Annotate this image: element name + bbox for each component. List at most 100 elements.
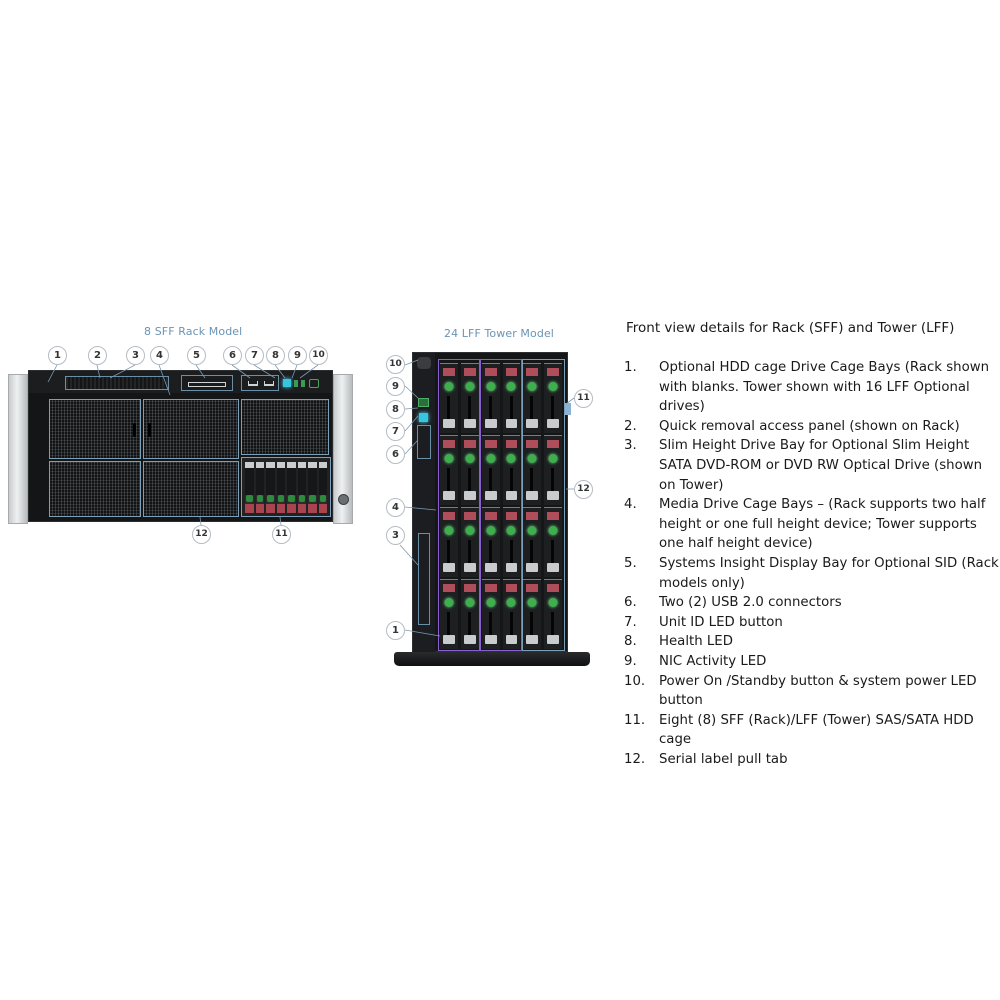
usb-port-icon xyxy=(248,381,258,386)
item-text: NIC Activity LED xyxy=(659,653,767,669)
serial-label-pull-tab xyxy=(565,403,571,415)
rack-callout-12: 12 xyxy=(192,525,211,544)
tower-callout-7: 7 xyxy=(386,422,405,441)
rack-ear-left xyxy=(8,374,28,524)
hdd-cage-highlight xyxy=(522,359,565,651)
list-item: 5.Systems Insight Display Bay for Option… xyxy=(624,554,1000,593)
item-number: 12. xyxy=(624,751,646,767)
rack-ear-right xyxy=(333,374,353,524)
drive-cage-bay xyxy=(241,399,329,455)
tower-callout-12: 12 xyxy=(574,480,593,499)
list-item: 9.NIC Activity LED xyxy=(624,652,1000,672)
list-item: 6. Two (2) USB 2.0 connectors xyxy=(624,593,1000,613)
item-text: Optional HDD cage Drive Cage Bays (Rack … xyxy=(659,360,990,415)
lff-drive xyxy=(481,435,500,505)
rack-callout-11: 11 xyxy=(272,525,291,544)
sff-drive xyxy=(245,462,254,513)
lff-drive xyxy=(460,507,479,577)
tower-callout-3: 3 xyxy=(386,526,405,545)
lff-drive xyxy=(440,579,458,649)
list-item: 11.Eight (8) SFF (Rack)/LFF (Tower) SAS/… xyxy=(624,711,1000,750)
hp-logo-icon xyxy=(338,494,349,505)
rack-server-front xyxy=(8,370,353,525)
rack-model-title: 8 SFF Rack Model xyxy=(144,325,243,338)
item-number: 2. xyxy=(624,418,637,434)
rack-callout-5: 5 xyxy=(187,346,206,365)
item-text: Quick removal access panel (shown on Rac… xyxy=(659,418,960,434)
lff-drive xyxy=(460,363,479,433)
drive-cage-bay xyxy=(143,461,239,517)
sff-drive xyxy=(287,462,296,513)
lff-drive xyxy=(544,579,562,649)
lff-drive xyxy=(502,579,521,649)
sff-drive xyxy=(297,462,306,513)
lff-drive xyxy=(460,579,479,649)
rack-callout-10: 10 xyxy=(309,346,328,365)
tower-callout-6: 6 xyxy=(386,445,405,464)
optical-drive-bay xyxy=(418,533,430,625)
access-panel xyxy=(65,376,169,390)
lff-drive xyxy=(523,507,542,577)
lff-drive xyxy=(460,435,479,505)
health-led xyxy=(294,380,298,387)
rack-chassis xyxy=(28,370,333,522)
item-number: 3. xyxy=(624,438,637,454)
rack-callout-4: 4 xyxy=(150,346,169,365)
sff-drive xyxy=(255,462,264,513)
lff-drive xyxy=(544,363,562,433)
power-button xyxy=(309,379,319,388)
uid-led-button xyxy=(419,413,428,422)
nic-activity-led xyxy=(418,398,429,407)
item-text: Health LED xyxy=(659,634,733,650)
item-number: 6. xyxy=(624,595,637,611)
rack-callout-7: 7 xyxy=(245,346,264,365)
drive-cage-bay xyxy=(49,461,141,517)
rack-callout-8: 8 xyxy=(266,346,285,365)
lff-drive xyxy=(440,435,458,505)
power-button xyxy=(417,357,431,369)
lff-drive-grid xyxy=(438,361,564,651)
usb-port-icon xyxy=(264,381,274,386)
lff-drive xyxy=(481,579,500,649)
sff-drive xyxy=(308,462,317,513)
item-text: Unit ID LED button xyxy=(659,614,783,630)
item-number: 7. xyxy=(624,614,637,630)
drive-cage-highlight xyxy=(480,359,522,651)
list-item: 2. Quick removal access panel (shown on R… xyxy=(624,417,1000,437)
item-number: 8. xyxy=(624,634,637,650)
usb-connectors xyxy=(241,375,279,391)
sff-drive xyxy=(318,462,327,513)
list-item: 4.Media Drive Cage Bays – (Rack supports… xyxy=(624,495,1000,554)
item-number: 11. xyxy=(624,712,646,728)
tower-server-front xyxy=(394,352,590,668)
tower-chassis xyxy=(412,352,571,653)
item-text: Systems Insight Display Bay for Optional… xyxy=(659,555,999,591)
item-number: 1. xyxy=(624,360,637,375)
description-title: Front view details for Rack (SFF) and To… xyxy=(626,320,955,336)
usb-connectors xyxy=(417,425,431,459)
lff-drive xyxy=(440,363,458,433)
drive-cage-highlight xyxy=(438,359,480,651)
rack-callout-9: 9 xyxy=(288,346,307,365)
lff-drive xyxy=(544,435,562,505)
rack-callout-6: 6 xyxy=(223,346,242,365)
lff-drive xyxy=(440,507,458,577)
lff-drive xyxy=(502,507,521,577)
list-item: 1. Optional HDD cage Drive Cage Bays (Rac… xyxy=(624,358,1000,417)
rack-callout-2: 2 xyxy=(88,346,107,365)
lff-drive xyxy=(544,507,562,577)
description-list: 1. Optional HDD cage Drive Cage Bays (Rac… xyxy=(624,358,1000,769)
item-text: Two (2) USB 2.0 connectors xyxy=(659,595,842,611)
list-item: 10.Power On /Standby button & system pow… xyxy=(624,672,1000,711)
sff-drive xyxy=(276,462,285,513)
uid-led-button xyxy=(283,379,291,387)
list-item: 12.Serial label pull tab xyxy=(624,750,1000,770)
list-item: 3.Slim Height Drive Bay for Optional Sli… xyxy=(624,436,1000,495)
tower-model-title: 24 LFF Tower Model xyxy=(444,327,554,340)
tower-callout-8: 8 xyxy=(386,400,405,419)
item-text: Power On /Standby button & system power … xyxy=(659,673,977,709)
tower-stand xyxy=(394,652,590,666)
lff-drive xyxy=(523,363,542,433)
tower-callout-11: 11 xyxy=(574,389,593,408)
item-number: 4. xyxy=(624,497,637,513)
